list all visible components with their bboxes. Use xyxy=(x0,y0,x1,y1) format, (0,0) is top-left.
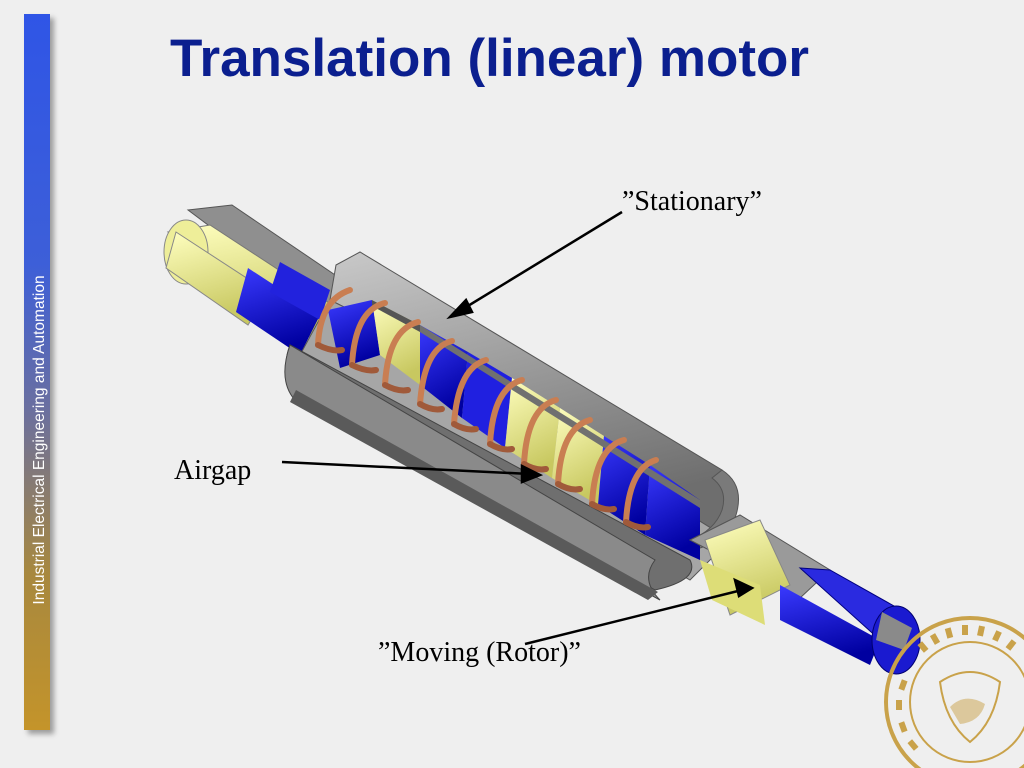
arrow-stationary xyxy=(457,210,623,314)
sidebar-bar xyxy=(24,14,50,730)
arrow-moving-head xyxy=(733,577,755,598)
stator-coils xyxy=(315,287,659,531)
arrow-airgap xyxy=(281,460,531,476)
arrow-stationary-head xyxy=(446,297,474,320)
annotation-arrows xyxy=(281,210,755,646)
seal-lettering-marks xyxy=(896,625,1017,751)
label-airgap: Airgap xyxy=(174,455,252,486)
rotor-shaft-right xyxy=(688,514,921,675)
university-seal-logo xyxy=(884,616,1024,768)
rotor-shaft-left xyxy=(163,204,374,355)
arrow-moving xyxy=(524,588,743,646)
page-title: Translation (linear) motor xyxy=(170,29,810,88)
arrow-airgap-head xyxy=(520,463,544,484)
label-stationary: ”Stationary” xyxy=(622,186,762,217)
label-moving: ”Moving (Rotor)” xyxy=(378,637,581,668)
